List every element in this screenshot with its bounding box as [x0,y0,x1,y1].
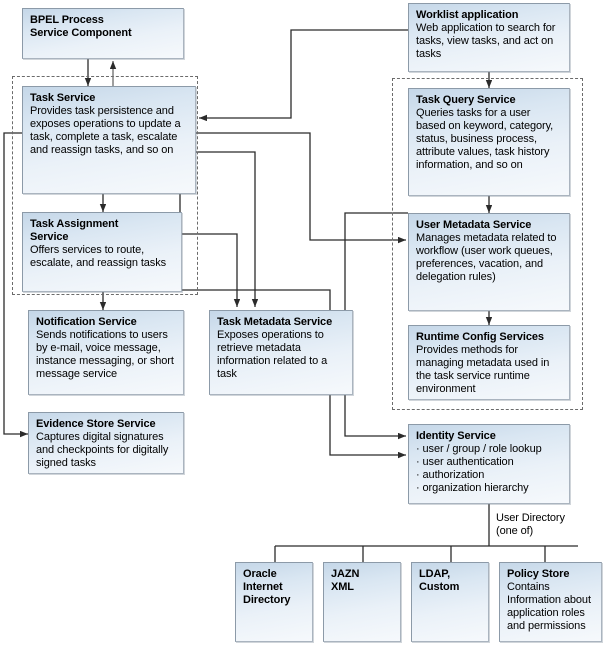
identity-service-capability-list: user / group / role lookup user authenti… [416,443,562,495]
node-description: Provides task persistence and exposes op… [30,104,181,156]
node-ldap-custom[interactable]: LDAP, Custom [411,562,489,642]
node-user-metadata-service[interactable]: User Metadata Service Manages metadata r… [408,213,570,311]
node-title: LDAP, [419,568,451,580]
node-task-metadata-service[interactable]: Task Metadata Service Exposes operations… [209,310,353,395]
node-title: Policy Store [507,568,570,580]
node-title-line2: Internet [243,580,283,593]
node-bpel-process-service-component[interactable]: BPEL Process Service Component [22,8,184,59]
node-title: Identity Service [416,430,496,442]
label-line2: (one of) [496,524,534,537]
node-description: Sends notifications to users by e-mail, … [36,328,174,380]
node-title: Evidence Store Service [36,418,156,430]
node-evidence-store-service[interactable]: Evidence Store Service Captures digital … [28,412,184,474]
list-item: organization hierarchy [416,482,562,495]
list-item: user authentication [416,456,562,469]
node-title: Task Metadata Service [217,316,333,328]
node-policy-store[interactable]: Policy Store Contains Information about … [499,562,602,642]
node-notification-service[interactable]: Notification Service Sends notifications… [28,310,184,395]
node-title-line2: Custom [419,580,460,593]
node-title-line3: Directory [243,593,291,606]
task-services-group-left [12,76,198,295]
node-title: JAZN [331,568,360,580]
node-title-line2: Service [30,230,69,243]
node-runtime-config-services[interactable]: Runtime Config Services Provides methods… [408,325,570,400]
node-title: Oracle [243,568,277,580]
node-title: Task Assignment [30,218,119,230]
node-title-line2: Service Component [30,26,132,39]
node-title: Task Service [30,92,96,104]
node-jazn-xml[interactable]: JAZN XML [323,562,401,642]
node-task-service[interactable]: Task Service Provides task persistence a… [22,86,196,194]
task-services-group-right [392,78,583,410]
node-title: Task Query Service [416,94,516,106]
list-item: user / group / role lookup [416,443,562,456]
node-description: Offers services to route, escalate, and … [30,243,167,269]
wire-task-service-to-usermetadata [196,132,406,244]
node-worklist-application[interactable]: Worklist application Web application to … [408,3,570,72]
node-task-assignment-service[interactable]: Task Assignment Service Offers services … [22,212,182,292]
node-task-query-service[interactable]: Task Query Service Queries tasks for a u… [408,88,570,196]
node-identity-service[interactable]: Identity Service user / group / role loo… [408,424,570,504]
node-title-line2: XML [331,580,354,593]
label-line1: User Directory [496,512,565,524]
node-description: Queries tasks for a user based on keywor… [416,106,554,171]
node-description: Captures digital signatures and checkpoi… [36,430,169,469]
node-description: Contains Information about application r… [507,580,591,632]
wire-task-service-to-task-metadata [196,151,259,307]
node-title: Runtime Config Services [416,331,544,343]
node-description: Web application to search for tasks, vie… [416,21,556,60]
list-item: authorization [416,469,562,482]
node-title: Notification Service [36,316,137,328]
node-title: Worklist application [416,9,519,21]
node-title: BPEL Process [30,14,104,26]
label-user-directory: User Directory (one of) [496,512,606,538]
node-description: Exposes operations to retrieve metadata … [217,328,328,380]
node-description: Provides methods for managing metadata u… [416,343,550,395]
node-title: User Metadata Service [416,219,532,231]
node-description: Manages metadata related to workflow (us… [416,231,557,283]
node-oracle-internet-directory[interactable]: Oracle Internet Directory [235,562,313,642]
